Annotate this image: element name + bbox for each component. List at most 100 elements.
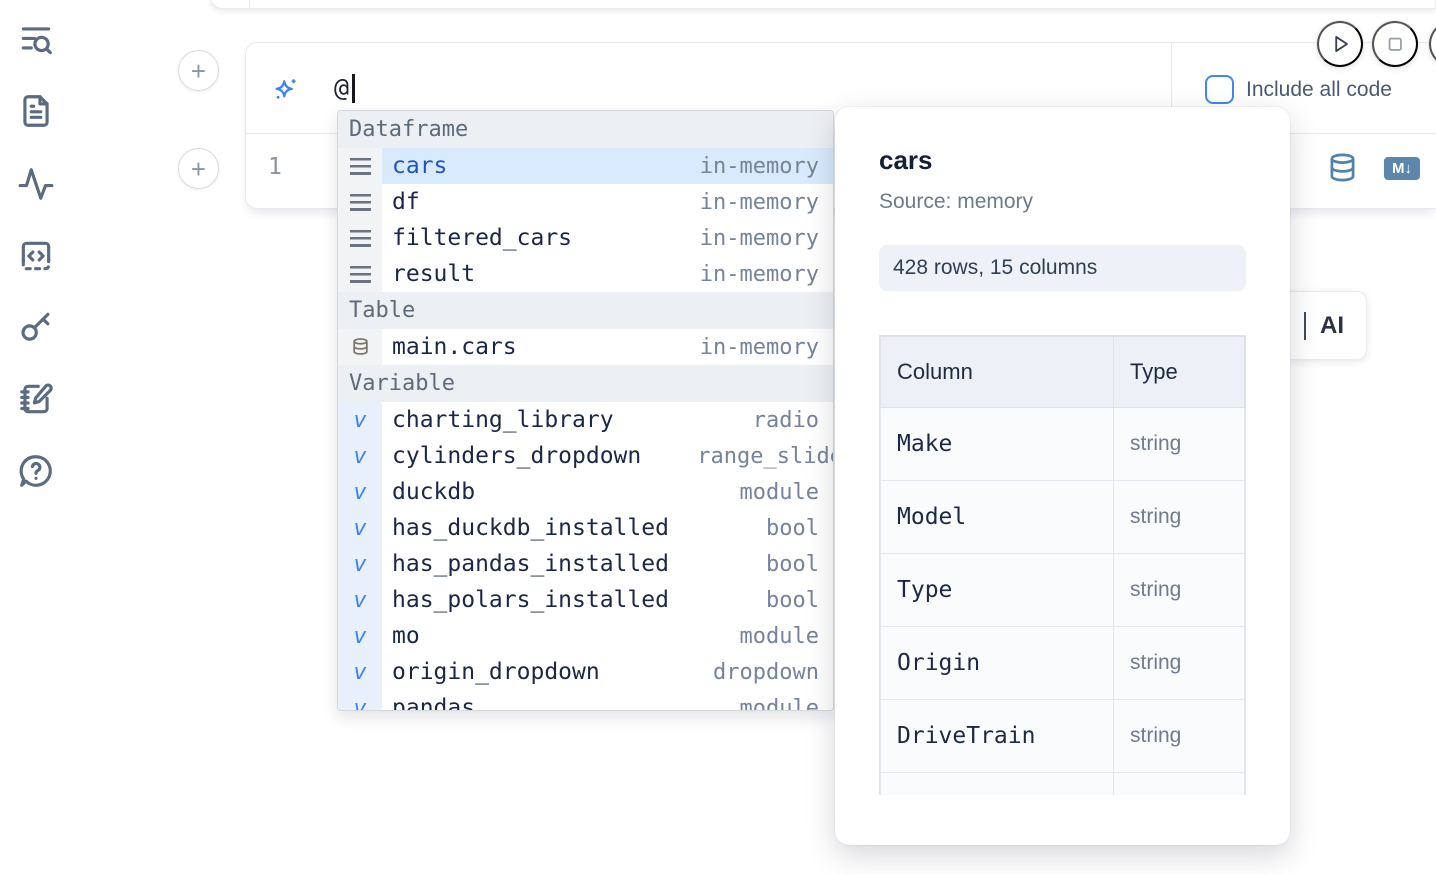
completion-label: has_duckdb_installed <box>392 515 669 541</box>
completion-detail: dropdown <box>713 659 819 685</box>
dataframe-rows-icon <box>349 193 371 211</box>
completion-detail: bool <box>766 551 819 577</box>
variable-icon: v <box>353 695 367 711</box>
previous-cell-divider <box>249 0 250 8</box>
variable-icon: v <box>353 659 367 685</box>
completion-label: mo <box>392 623 420 649</box>
ai-mode-label: AI <box>1320 311 1344 339</box>
autocomplete-section-header: Dataframe <box>338 111 833 148</box>
add-cell-below-button[interactable]: + <box>178 148 219 189</box>
variable-icon: v <box>353 551 367 577</box>
schema-column-header: Column <box>880 336 1114 408</box>
completion-detail: module <box>739 479 819 505</box>
completion-label: main.cars <box>392 334 517 360</box>
completion-detail: bool <box>766 587 819 613</box>
help-circle-icon[interactable] <box>17 452 55 490</box>
completion-label: cars <box>392 153 448 179</box>
preview-source: Source: memory <box>879 190 1034 213</box>
autocomplete-item[interactable]: v origin_dropdown dropdown <box>338 654 833 690</box>
autocomplete-item[interactable]: v has_pandas_installed bool <box>338 546 833 582</box>
activity-icon[interactable] <box>17 165 55 203</box>
autocomplete-item[interactable]: result in-memory <box>338 256 833 292</box>
schema-column-name: Model <box>880 480 1114 554</box>
include-all-code-label: Include all code <box>1246 77 1392 101</box>
completion-detail: radio <box>752 407 819 433</box>
autocomplete-section-header: Table <box>338 292 833 329</box>
completion-detail: in-memory <box>699 225 819 251</box>
code-square-icon[interactable] <box>17 237 55 275</box>
schema-column-name: Make <box>880 407 1114 481</box>
completion-label: charting_library <box>392 407 614 433</box>
autocomplete-section-header: Variable <box>338 365 833 402</box>
schema-column-header: Type <box>1113 336 1245 408</box>
variable-icon: v <box>353 623 367 649</box>
ai-prompt-input[interactable]: @ <box>334 73 350 102</box>
variable-icon: v <box>353 407 367 433</box>
schema-row <box>880 772 1245 795</box>
ai-sparkles-icon <box>272 76 300 104</box>
autocomplete-item[interactable]: v pandas module <box>338 690 833 711</box>
completion-detail: in-memory <box>699 153 819 179</box>
schema-column-type: string <box>1113 407 1245 481</box>
markdown-icon[interactable]: M↓ <box>1384 157 1420 180</box>
schema-column-type: string <box>1113 553 1245 627</box>
run-cell-button[interactable] <box>1317 21 1363 67</box>
completion-label: has_pandas_installed <box>392 551 669 577</box>
autocomplete-item[interactable]: v charting_library radio <box>338 402 833 438</box>
completion-label: origin_dropdown <box>392 659 600 685</box>
text-caret <box>352 74 355 103</box>
preview-stats-badge: 428 rows, 15 columns <box>879 245 1246 291</box>
variable-icon: v <box>353 479 367 505</box>
completion-label: df <box>392 189 420 215</box>
completion-detail: in-memory <box>699 261 819 287</box>
completion-label: has_polars_installed <box>392 587 669 613</box>
line-number: 1 <box>268 154 282 180</box>
dataframe-rows-icon <box>349 229 371 247</box>
key-icon[interactable] <box>17 308 55 346</box>
completion-detail: module <box>739 623 819 649</box>
schema-column-type: string <box>1113 699 1245 773</box>
autocomplete-item[interactable]: v has_polars_installed bool <box>338 582 833 618</box>
schema-column-name: DriveTrain <box>880 699 1114 773</box>
schema-column-type <box>1113 772 1245 795</box>
stop-cell-button[interactable] <box>1372 21 1418 67</box>
autocomplete-item[interactable]: cars in-memory <box>338 148 833 184</box>
divider <box>1171 43 1172 134</box>
completion-detail: bool <box>766 515 819 541</box>
list-search-icon[interactable] <box>17 21 55 59</box>
code-editor-row[interactable]: 1 M↓ <box>246 134 1436 209</box>
autocomplete-item[interactable]: main.cars in-memory <box>338 329 833 365</box>
notebook-pen-icon[interactable] <box>17 380 55 418</box>
variable-icon: v <box>353 443 367 469</box>
variable-icon: v <box>353 587 367 613</box>
completion-detail: in-memory <box>699 334 819 360</box>
database-icon <box>351 337 370 358</box>
previous-cell-edge <box>210 0 1436 9</box>
file-text-icon[interactable] <box>17 92 55 130</box>
add-cell-above-button[interactable]: + <box>178 50 219 91</box>
sidebar <box>0 0 72 874</box>
autocomplete-item[interactable]: filtered_cars in-memory <box>338 220 833 256</box>
completion-label: pandas <box>392 695 476 711</box>
include-all-code-checkbox[interactable] <box>1205 75 1234 104</box>
dataframe-rows-icon <box>349 265 371 283</box>
completion-label: result <box>392 261 476 287</box>
completion-label: filtered_cars <box>392 225 573 251</box>
completion-detail: module <box>739 695 819 711</box>
schema-column-name: Origin <box>880 626 1114 700</box>
preview-title: cars <box>879 145 933 175</box>
database-icon[interactable] <box>1327 152 1358 185</box>
